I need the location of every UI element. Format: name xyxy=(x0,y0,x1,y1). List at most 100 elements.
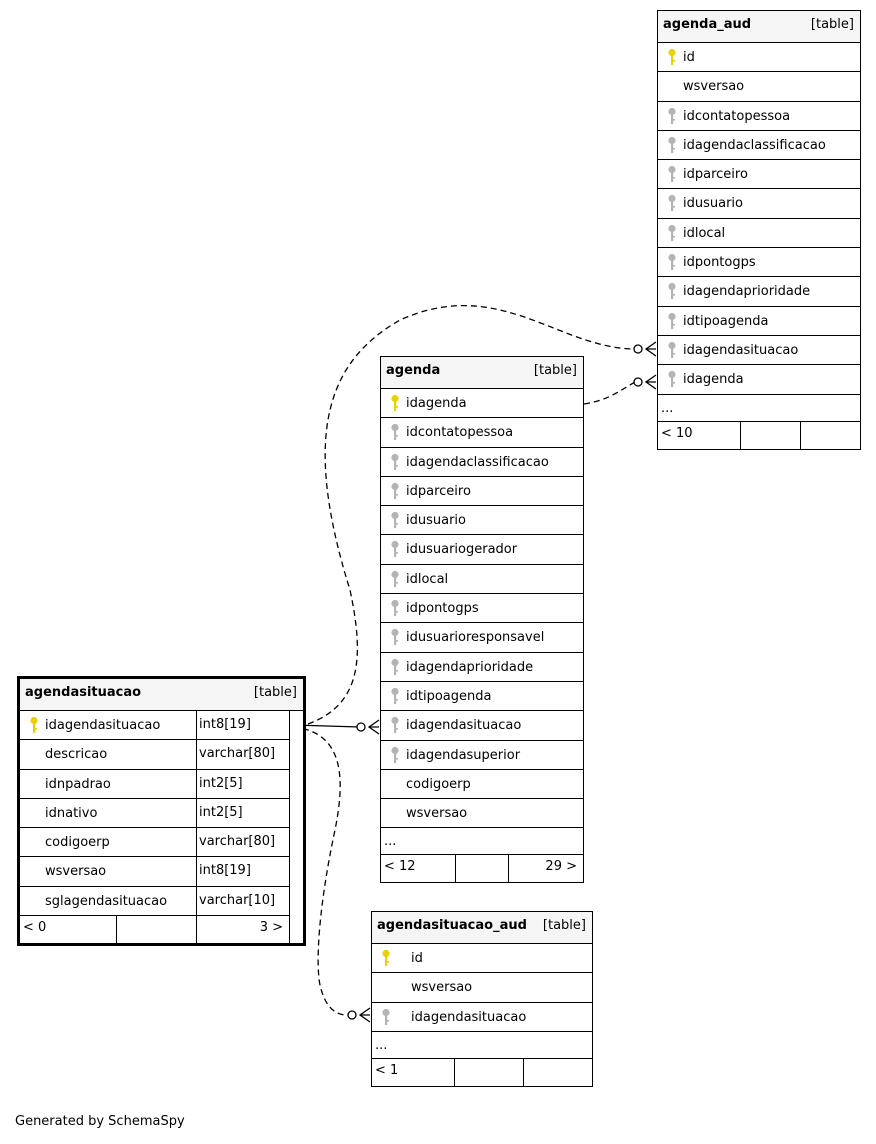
column-name[interactable]: idcontatopessoa xyxy=(683,108,791,124)
column-name[interactable]: idagendasituacao xyxy=(411,1009,527,1025)
column-row[interactable]: idlocal xyxy=(658,219,860,249)
column-name[interactable]: idagendasituacao xyxy=(45,718,161,733)
column-type: int2[5] xyxy=(196,798,275,828)
column-name[interactable]: idagendaprioridade xyxy=(406,659,534,675)
column-name[interactable]: idagendasituacao xyxy=(406,718,522,734)
column-row[interactable]: idagendasituacao xyxy=(372,1003,592,1032)
child-count[interactable]: 3 > xyxy=(259,920,283,936)
column-row[interactable]: idagendaprioridade xyxy=(381,653,583,682)
child-count[interactable] xyxy=(523,1059,592,1086)
column-type: int2[5] xyxy=(196,769,275,798)
column-name[interactable]: wsversao xyxy=(411,980,473,996)
column-name[interactable]: wsversao xyxy=(45,864,107,880)
column-row[interactable]: idagendaprioridade xyxy=(658,277,860,307)
column-row[interactable]: idcontatopessoa xyxy=(381,418,583,448)
parent-count[interactable]: < 12 xyxy=(384,859,416,875)
column-name[interactable]: descricao xyxy=(45,747,108,763)
column-row[interactable]: idagenda xyxy=(381,389,583,419)
column-row[interactable]: idpontogps xyxy=(658,248,860,278)
column-name[interactable]: idagenda xyxy=(683,372,744,388)
column-row[interactable]: idagenda xyxy=(658,365,860,395)
column-row[interactable]: idusuario xyxy=(381,506,583,536)
column-name[interactable]: idlocal xyxy=(683,225,726,241)
table-header[interactable]: agenda_aud[table] xyxy=(658,11,860,43)
column-row[interactable]: idagendaclassificacao xyxy=(658,131,860,161)
child-count[interactable] xyxy=(800,422,860,449)
column-type: int8[19] xyxy=(196,857,275,886)
column-name[interactable]: idagendasuperior xyxy=(406,747,521,763)
child-count[interactable]: 29 > xyxy=(545,859,577,875)
table-name[interactable]: agenda xyxy=(386,363,441,378)
column-name[interactable]: id xyxy=(683,50,695,65)
column-row[interactable]: idtipoagenda xyxy=(381,682,583,712)
column-name[interactable]: sglagendasituacao xyxy=(45,893,168,909)
column-row[interactable]: id xyxy=(658,43,860,73)
parent-count[interactable]: < 10 xyxy=(661,425,693,441)
column-name[interactable]: wsversao xyxy=(406,806,468,822)
table-header[interactable]: agendasituacao_aud[table] xyxy=(372,912,592,944)
column-name[interactable]: id xyxy=(411,951,423,966)
column-row[interactable]: codigoerp xyxy=(381,770,583,800)
column-name[interactable]: idusuarioresponsavel xyxy=(406,630,545,646)
column-row[interactable]: idpontogps xyxy=(381,594,583,624)
table-agendasituacao-aud[interactable]: agendasituacao_aud[table]id wsversao idage… xyxy=(371,911,593,1087)
column-row[interactable]: idusuariogerador xyxy=(381,535,583,565)
column-name[interactable]: idparceiro xyxy=(683,167,748,183)
table-name[interactable]: agendasituacao xyxy=(25,685,142,700)
table-name[interactable]: agendasituacao_aud xyxy=(377,918,527,933)
footer-divider xyxy=(523,1058,524,1086)
column-name[interactable]: idnativo xyxy=(45,805,98,821)
column-name[interactable]: codigoerp xyxy=(406,776,471,792)
column-row[interactable]: idparceiro xyxy=(658,160,860,190)
column-row[interactable]: idnativo int2[5] xyxy=(20,798,290,829)
column-row[interactable]: idagendasituacao xyxy=(658,336,860,366)
column-row[interactable]: wsversao int8[19] xyxy=(20,857,290,887)
column-row[interactable]: idagendasituacao xyxy=(381,711,583,741)
column-name[interactable]: idnpadrao xyxy=(45,776,111,792)
parent-count[interactable]: < 1 xyxy=(375,1062,399,1078)
column-name[interactable]: idpontogps xyxy=(406,601,479,617)
column-row[interactable]: idnpadrao int2[5] xyxy=(20,769,290,799)
column-row[interactable]: wsversao xyxy=(372,973,592,1003)
table-type-tag: [table] xyxy=(253,685,297,700)
column-row[interactable]: id xyxy=(372,944,592,974)
column-name[interactable]: wsversao xyxy=(683,79,745,95)
column-row[interactable]: idparceiro xyxy=(381,477,583,507)
column-row[interactable]: idtipoagenda xyxy=(658,307,860,336)
column-name[interactable]: idparceiro xyxy=(406,483,471,499)
column-row[interactable]: idlocal xyxy=(381,565,583,595)
column-name[interactable]: idusuario xyxy=(406,513,466,529)
column-name[interactable]: idtipoagenda xyxy=(683,313,769,329)
column-row[interactable]: idusuario xyxy=(658,189,860,219)
column-name[interactable]: idusuario xyxy=(683,196,743,212)
table-agenda-aud[interactable]: agenda_aud[table]id wsversao idcontatopess… xyxy=(657,10,861,450)
column-name[interactable]: idpontogps xyxy=(683,255,756,271)
column-row[interactable]: idagendaclassificacao xyxy=(381,448,583,477)
parent-count[interactable]: < 0 xyxy=(23,920,47,936)
table-header[interactable]: agenda[table] xyxy=(381,357,583,389)
column-name[interactable]: idlocal xyxy=(406,571,449,587)
column-name[interactable]: codigoerp xyxy=(45,835,110,851)
column-name[interactable]: idusuariogerador xyxy=(406,542,518,558)
column-name[interactable]: idagendaclassificacao xyxy=(406,454,549,470)
column-name[interactable]: idagendaclassificacao xyxy=(683,137,826,153)
column-row[interactable]: idcontatopessoa xyxy=(658,102,860,131)
column-name[interactable]: idagenda xyxy=(406,396,467,411)
column-row[interactable]: idusuarioresponsavel xyxy=(381,623,583,653)
column-name[interactable]: idcontatopessoa xyxy=(406,425,514,441)
table-agenda[interactable]: agenda[table] idagenda idcontatopessoa idag… xyxy=(380,356,584,884)
column-name[interactable]: idagendaprioridade xyxy=(683,284,811,300)
table-header[interactable]: agendasituacao [table] xyxy=(20,679,303,711)
column-name[interactable]: idtipoagenda xyxy=(406,688,492,704)
table-name[interactable]: agenda_aud xyxy=(663,17,752,32)
column-row[interactable]: wsversao xyxy=(381,799,583,829)
column-name[interactable]: idagendasituacao xyxy=(683,342,799,358)
column-row[interactable]: idagendasuperior xyxy=(381,741,583,770)
column-row[interactable]: wsversao xyxy=(658,72,860,102)
